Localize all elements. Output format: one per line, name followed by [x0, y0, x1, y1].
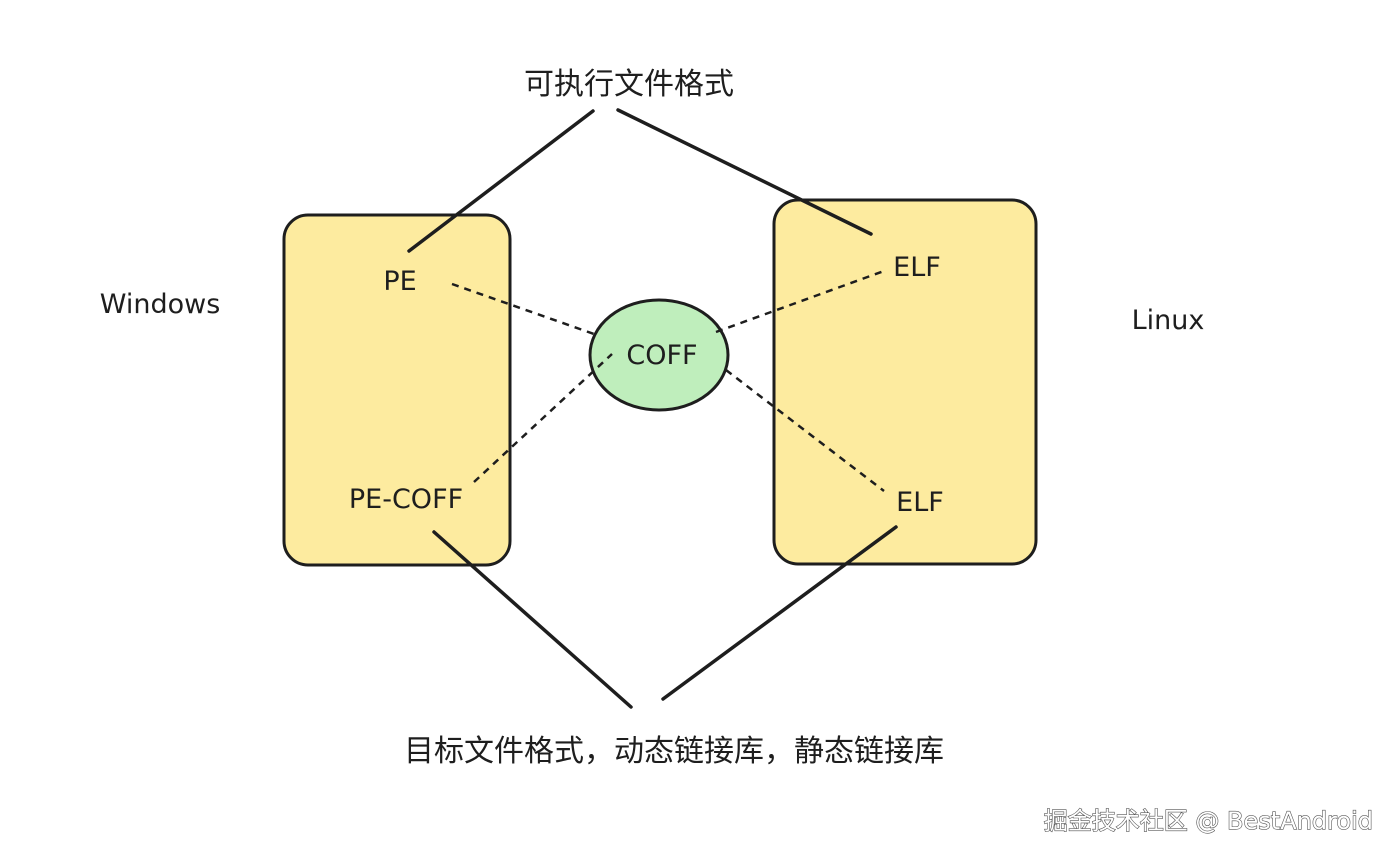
label-windows: Windows — [100, 289, 221, 320]
label-pe: PE — [383, 266, 416, 297]
watermark-text: 掘金技术社区 @ BestAndroid — [1044, 807, 1373, 835]
dashed-coff-to-elf-top — [715, 269, 885, 334]
connector-top-to-pe — [407, 109, 595, 253]
label-executable-format: 可执行文件格式 — [524, 67, 734, 102]
label-elf-bottom: ELF — [896, 487, 944, 518]
connector-pecoff-to-bottom — [432, 530, 633, 709]
connector-elf-to-bottom — [661, 525, 898, 701]
connector-top-to-elf — [616, 108, 873, 236]
windows-box — [282, 213, 512, 567]
label-linux: Linux — [1132, 305, 1205, 336]
label-pe-coff: PE-COFF — [349, 484, 463, 515]
dashed-pecoff-to-coff — [473, 353, 613, 483]
coff-ellipse — [588, 298, 730, 412]
label-object-format: 目标文件格式，动态链接库，静态链接库 — [404, 734, 944, 769]
linux-box — [772, 198, 1038, 566]
label-elf-top: ELF — [893, 252, 941, 283]
label-coff: COFF — [626, 340, 697, 371]
